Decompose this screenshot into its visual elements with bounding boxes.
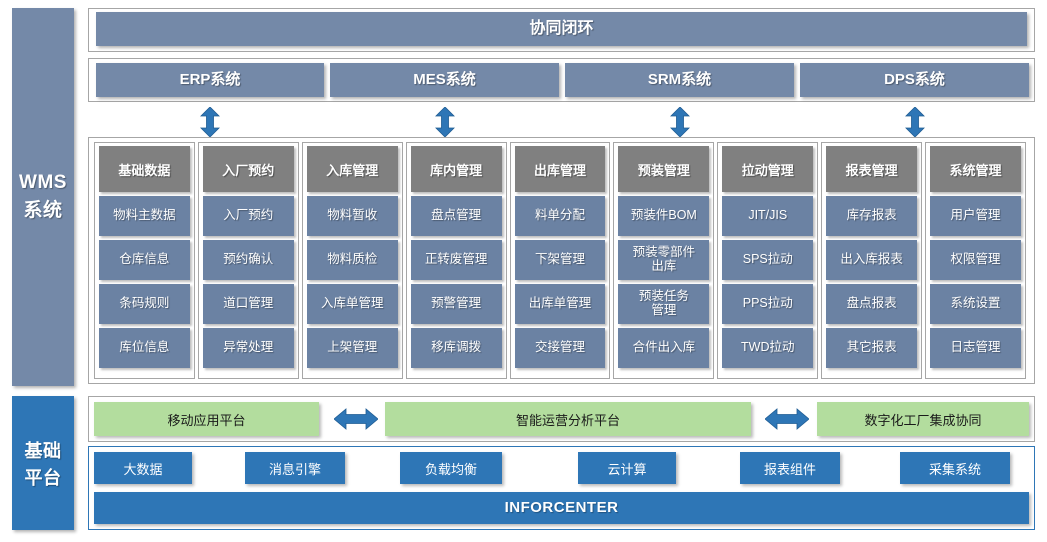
infocenter-banner: INFORCENTER [94,492,1029,524]
module-item[interactable]: 库存报表 [826,196,918,236]
system-box-3[interactable]: SRM系统 [565,63,794,97]
module-header-3[interactable]: 入库管理 [306,146,398,192]
rail-label-wms: WMS 系统 [12,8,74,386]
module-header-7[interactable]: 拉动管理 [722,146,814,192]
wms-column-3: 入库管理物料暂收物料质检入库单管理上架管理 [306,146,398,368]
vertical-double-arrow-icon-3 [670,107,690,137]
module-item[interactable]: 预约确认 [202,240,294,280]
vertical-double-arrow-icon-4 [905,107,925,137]
module-item[interactable]: 预装零部件 出库 [618,240,710,280]
module-item[interactable]: 物料暂收 [306,196,398,236]
component-box-4[interactable]: 云计算 [578,452,676,484]
rail-base-line2: 平台 [24,467,62,488]
horizontal-double-arrow-icon-1 [334,407,378,431]
module-item[interactable]: 异常处理 [202,328,294,368]
module-item[interactable]: 库位信息 [99,328,190,368]
component-box-2[interactable]: 消息引擎 [245,452,345,484]
module-header-6[interactable]: 预装管理 [618,146,710,192]
platform-bar-3[interactable]: 数字化工厂集成协同 [817,402,1029,436]
module-item[interactable]: 正转废管理 [410,240,502,280]
module-item[interactable]: 出入库报表 [826,240,918,280]
module-item[interactable]: 入厂预约 [202,196,294,236]
rail-label-base-platform: 基础 平台 [12,396,74,530]
module-header-4[interactable]: 库内管理 [410,146,502,192]
rail-wms-line2: 系统 [23,200,63,221]
module-item[interactable]: 物料质检 [306,240,398,280]
module-item[interactable]: 预装件BOM [618,196,710,236]
module-item[interactable]: 用户管理 [930,196,1021,236]
module-header-2[interactable]: 入厂预约 [202,146,294,192]
wms-column-9: 系统管理用户管理权限管理系统设置日志管理 [930,146,1021,368]
module-item[interactable]: 盘点管理 [410,196,502,236]
module-item[interactable]: 盘点报表 [826,284,918,324]
module-item[interactable]: 仓库信息 [99,240,190,280]
module-item[interactable]: 道口管理 [202,284,294,324]
module-item[interactable]: 预警管理 [410,284,502,324]
module-item[interactable]: 出库单管理 [514,284,606,324]
module-item[interactable]: 预装任务 管理 [618,284,710,324]
system-box-2[interactable]: MES系统 [330,63,559,97]
platform-bar-1[interactable]: 移动应用平台 [94,402,319,436]
module-item[interactable]: JIT/JIS [722,196,814,236]
module-header-8[interactable]: 报表管理 [826,146,918,192]
module-item[interactable]: 入库单管理 [306,284,398,324]
module-item[interactable]: 物料主数据 [99,196,190,236]
rail-wms-line1: WMS [19,172,67,193]
module-item[interactable]: 交接管理 [514,328,606,368]
wms-column-5: 出库管理料单分配下架管理出库单管理交接管理 [514,146,606,368]
wms-column-4: 库内管理盘点管理正转废管理预警管理移库调拨 [410,146,502,368]
vertical-double-arrow-icon-1 [200,107,220,137]
module-item[interactable]: SPS拉动 [722,240,814,280]
module-item[interactable]: 料单分配 [514,196,606,236]
horizontal-double-arrow-icon-2 [765,407,809,431]
component-box-5[interactable]: 报表组件 [740,452,840,484]
rail-base-line1: 基础 [24,440,62,461]
module-item[interactable]: 上架管理 [306,328,398,368]
module-item[interactable]: 条码规则 [99,284,190,324]
vertical-double-arrow-icon-2 [435,107,455,137]
module-header-9[interactable]: 系统管理 [930,146,1021,192]
module-item[interactable]: 移库调拨 [410,328,502,368]
component-box-6[interactable]: 采集系统 [900,452,1010,484]
module-item[interactable]: 权限管理 [930,240,1021,280]
module-item[interactable]: 日志管理 [930,328,1021,368]
system-box-1[interactable]: ERP系统 [96,63,324,97]
module-item[interactable]: 系统设置 [930,284,1021,324]
module-item[interactable]: 下架管理 [514,240,606,280]
wms-column-8: 报表管理库存报表出入库报表盘点报表其它报表 [826,146,918,368]
module-item[interactable]: TWD拉动 [722,328,814,368]
wms-column-1: 基础数据物料主数据仓库信息条码规则库位信息 [99,146,190,368]
collaboration-banner: 协同闭环 [96,12,1027,46]
module-item[interactable]: PPS拉动 [722,284,814,324]
system-box-4[interactable]: DPS系统 [800,63,1029,97]
component-box-1[interactable]: 大数据 [94,452,192,484]
component-box-3[interactable]: 负载均衡 [400,452,502,484]
module-item[interactable]: 合件出入库 [618,328,710,368]
wms-column-2: 入厂预约入厂预约预约确认道口管理异常处理 [202,146,294,368]
platform-bar-2[interactable]: 智能运营分析平台 [385,402,751,436]
module-header-1[interactable]: 基础数据 [99,146,190,192]
module-header-5[interactable]: 出库管理 [514,146,606,192]
module-item[interactable]: 其它报表 [826,328,918,368]
